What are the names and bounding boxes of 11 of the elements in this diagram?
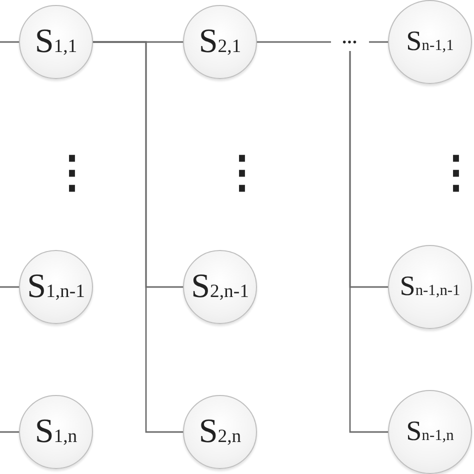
connector-line bbox=[93, 41, 183, 433]
vertical-ellipsis: ⋮ bbox=[50, 151, 94, 195]
vertical-ellipsis: ⋮ bbox=[434, 151, 474, 195]
connector-line bbox=[0, 41, 19, 43]
connector-line bbox=[0, 286, 19, 288]
connector-line bbox=[369, 41, 388, 43]
ellipsis-text: ••• bbox=[342, 36, 358, 48]
connector-line bbox=[349, 51, 388, 433]
connector-line bbox=[0, 431, 19, 433]
vertical-ellipsis: ⋮ bbox=[220, 151, 264, 195]
connector-line bbox=[257, 41, 331, 43]
